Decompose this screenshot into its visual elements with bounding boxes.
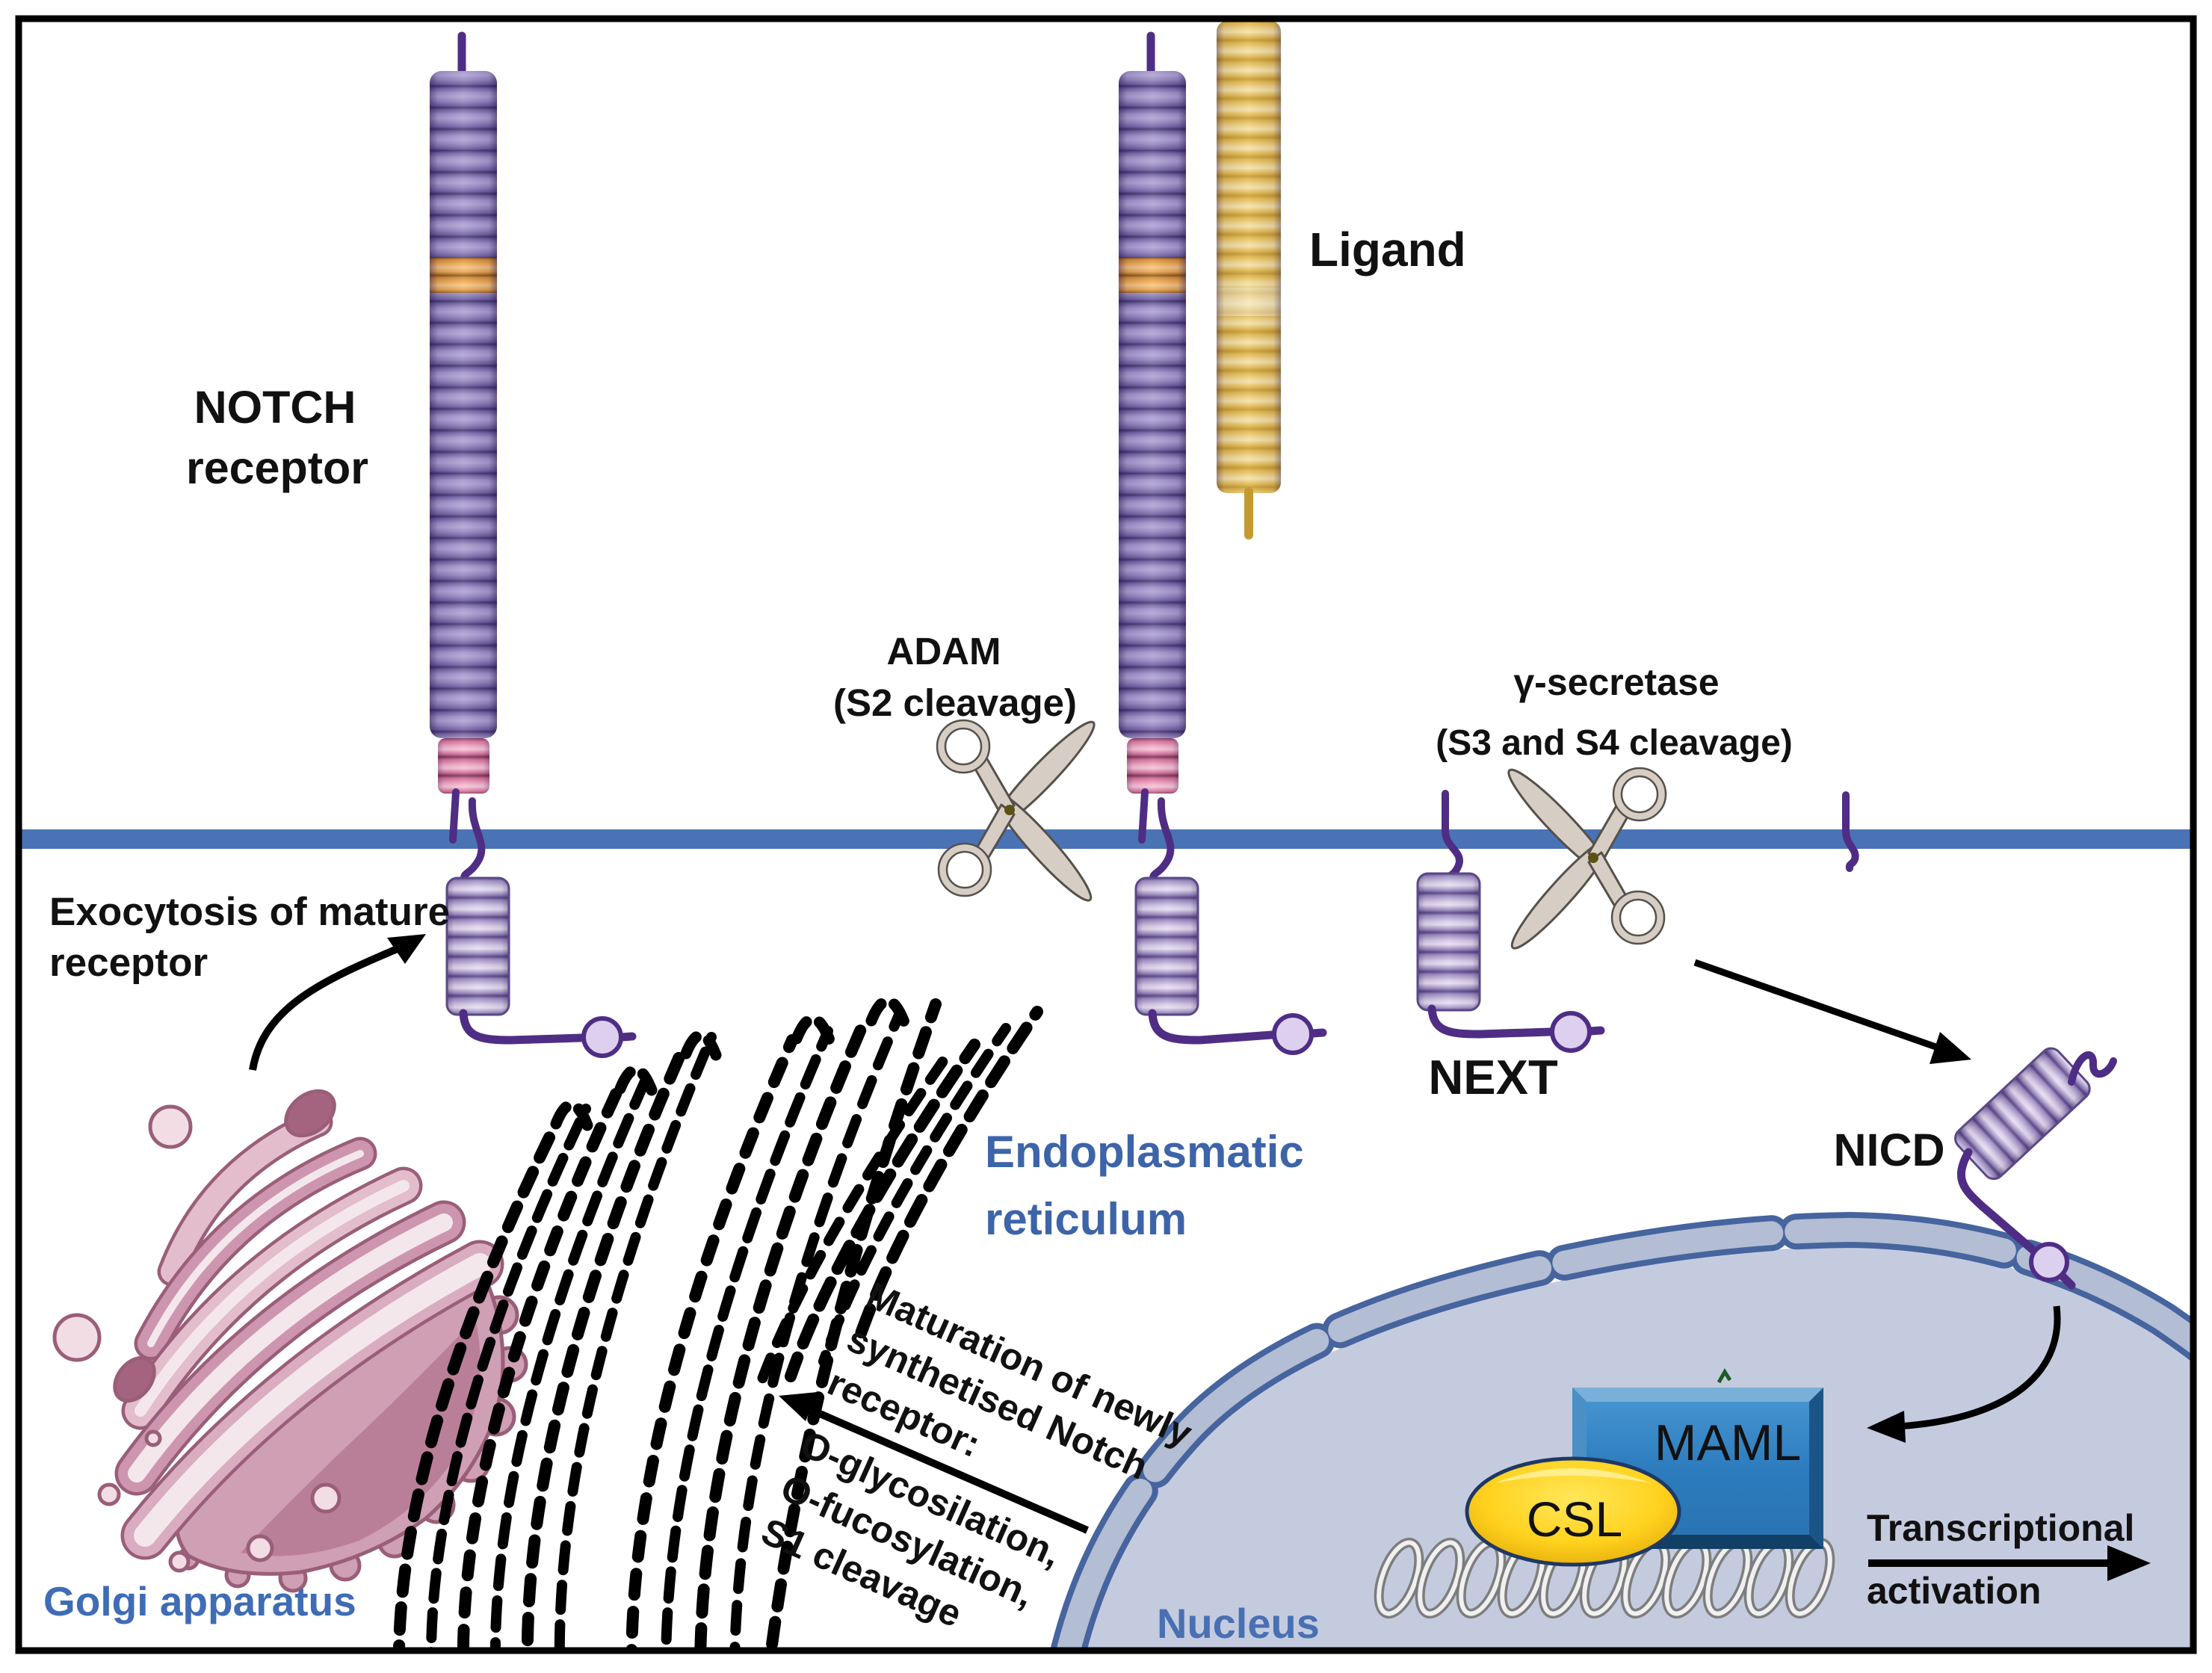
svg-text:Transcriptional: Transcriptional	[1867, 1507, 2134, 1549]
svg-text:Nucleus: Nucleus	[1157, 1600, 1320, 1647]
svg-text:NOTCH: NOTCH	[194, 382, 356, 433]
svg-text:MAML: MAML	[1655, 1414, 1801, 1471]
svg-text:γ-secretase: γ-secretase	[1513, 661, 1719, 703]
svg-text:Golgi apparatus: Golgi apparatus	[43, 1578, 356, 1624]
svg-text:reticulum: reticulum	[985, 1194, 1187, 1244]
svg-text:receptor: receptor	[186, 442, 368, 493]
svg-text:NICD: NICD	[1833, 1125, 1944, 1175]
svg-text:NEXT: NEXT	[1428, 1050, 1557, 1104]
svg-text:Endoplasmatic: Endoplasmatic	[985, 1127, 1304, 1177]
svg-text:receptor: receptor	[49, 941, 208, 985]
svg-text:activation: activation	[1867, 1570, 2041, 1612]
svg-text:ADAM: ADAM	[887, 630, 1001, 672]
svg-text:Ligand: Ligand	[1309, 223, 1466, 276]
svg-text:(S3 and S4 cleavage): (S3 and S4 cleavage)	[1436, 723, 1793, 763]
svg-text:(S2 cleavage): (S2 cleavage)	[833, 681, 1077, 724]
svg-text:Exocytosis of mature: Exocytosis of mature	[49, 890, 450, 934]
svg-text:CSL: CSL	[1527, 1491, 1622, 1547]
